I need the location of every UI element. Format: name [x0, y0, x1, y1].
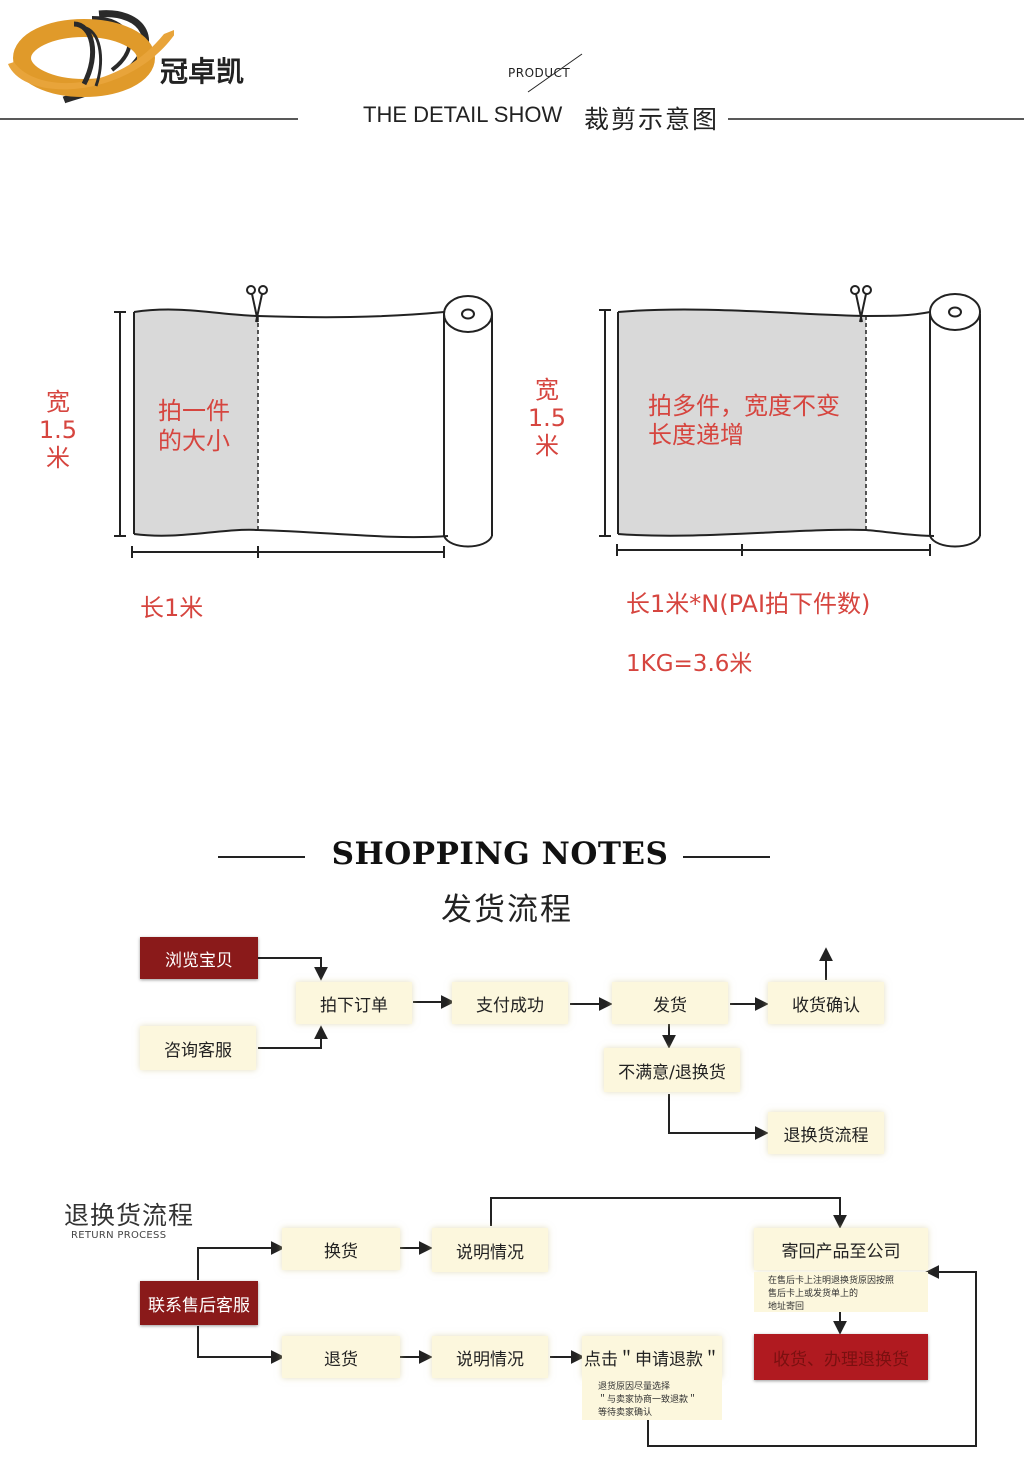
width-char: 宽	[46, 388, 70, 416]
flow-paid: 支付成功	[452, 982, 568, 1024]
flow-unsatisfied: 不满意/退换货	[604, 1048, 740, 1092]
return-explain-2: 说明情况	[432, 1336, 548, 1378]
flow-confirm: 收货确认	[768, 982, 884, 1024]
right-length-label: 长1米*N(PAI拍下件数)	[626, 590, 871, 618]
return-apply-refund: 点击＂申请退款＂	[582, 1336, 722, 1378]
note-line: 地址寄回	[768, 1302, 805, 1312]
return-send-note: 在售后卡上注明退换货原因按照 售后卡上或发货单上的 地址寄回	[754, 1272, 928, 1312]
inner-line: 拍一件	[158, 397, 230, 425]
return-receive: 收货、办理退换货	[754, 1334, 928, 1380]
note-line: 售后卡上或发货单上的	[768, 1289, 859, 1299]
flow-order: 拍下订单	[296, 982, 412, 1024]
note-line: 等待卖家确认	[598, 1408, 653, 1418]
product-label: PRODUCT	[508, 66, 571, 80]
flow-browse: 浏览宝贝	[140, 937, 258, 979]
return-title: 退换货流程	[64, 1201, 195, 1230]
width-value: 1.5	[38, 416, 78, 444]
brand-name: 冠卓凯	[160, 55, 245, 88]
inner-line: 的大小	[158, 427, 230, 455]
inner-line: 拍多件，宽度不变	[648, 392, 840, 420]
note-line: 在售后卡上注明退换货原因按照	[768, 1276, 895, 1286]
right-inner-text: 拍多件，宽度不变 长度递增	[648, 392, 840, 450]
fabric-roll-multi	[599, 285, 981, 556]
scissors-icon	[850, 285, 872, 323]
brand-logo	[8, 10, 174, 104]
return-refund: 退货	[282, 1336, 400, 1378]
inner-line: 长度递增	[648, 421, 744, 449]
flow-ship: 发货	[612, 982, 728, 1024]
notes-title: SHOPPING NOTES	[331, 836, 669, 872]
width-unit: 米	[46, 444, 70, 472]
weight-note: 1KG=3.6米	[626, 651, 753, 677]
return-exchange: 换货	[282, 1228, 400, 1270]
left-width-label: 宽 1.5 米	[38, 388, 78, 472]
flow-return: 退换货流程	[768, 1112, 884, 1154]
width-value: 1.5	[527, 404, 567, 432]
width-char: 宽	[535, 376, 559, 404]
scissors-icon	[246, 285, 268, 323]
notes-subtitle: 发货流程	[441, 892, 573, 928]
left-inner-text: 拍一件 的大小	[158, 396, 230, 456]
flow-consult: 咨询客服	[140, 1026, 256, 1070]
detail-title-en: THE DETAIL SHOW	[363, 102, 563, 127]
return-send-back: 寄回产品至公司	[754, 1228, 928, 1270]
width-unit: 米	[535, 432, 559, 460]
note-line: ＂与卖家协商一致退款＂	[598, 1395, 698, 1405]
return-explain-1: 说明情况	[432, 1228, 548, 1272]
return-contact: 联系售后客服	[140, 1281, 258, 1325]
flow-connectors	[197, 947, 977, 1447]
detail-title-cn: 裁剪示意图	[584, 105, 720, 134]
fabric-roll-single	[114, 285, 493, 558]
header-divider	[0, 53, 1024, 120]
left-length-label: 长1米	[140, 594, 204, 622]
right-width-label: 宽 1.5 米	[527, 376, 567, 460]
return-subtitle: RETURN PROCESS	[71, 1230, 167, 1241]
note-line: 退货原因尽量选择	[598, 1382, 671, 1392]
return-refund-note: 退货原因尽量选择 ＂与卖家协商一致退款＂ 等待卖家确认	[582, 1378, 722, 1420]
